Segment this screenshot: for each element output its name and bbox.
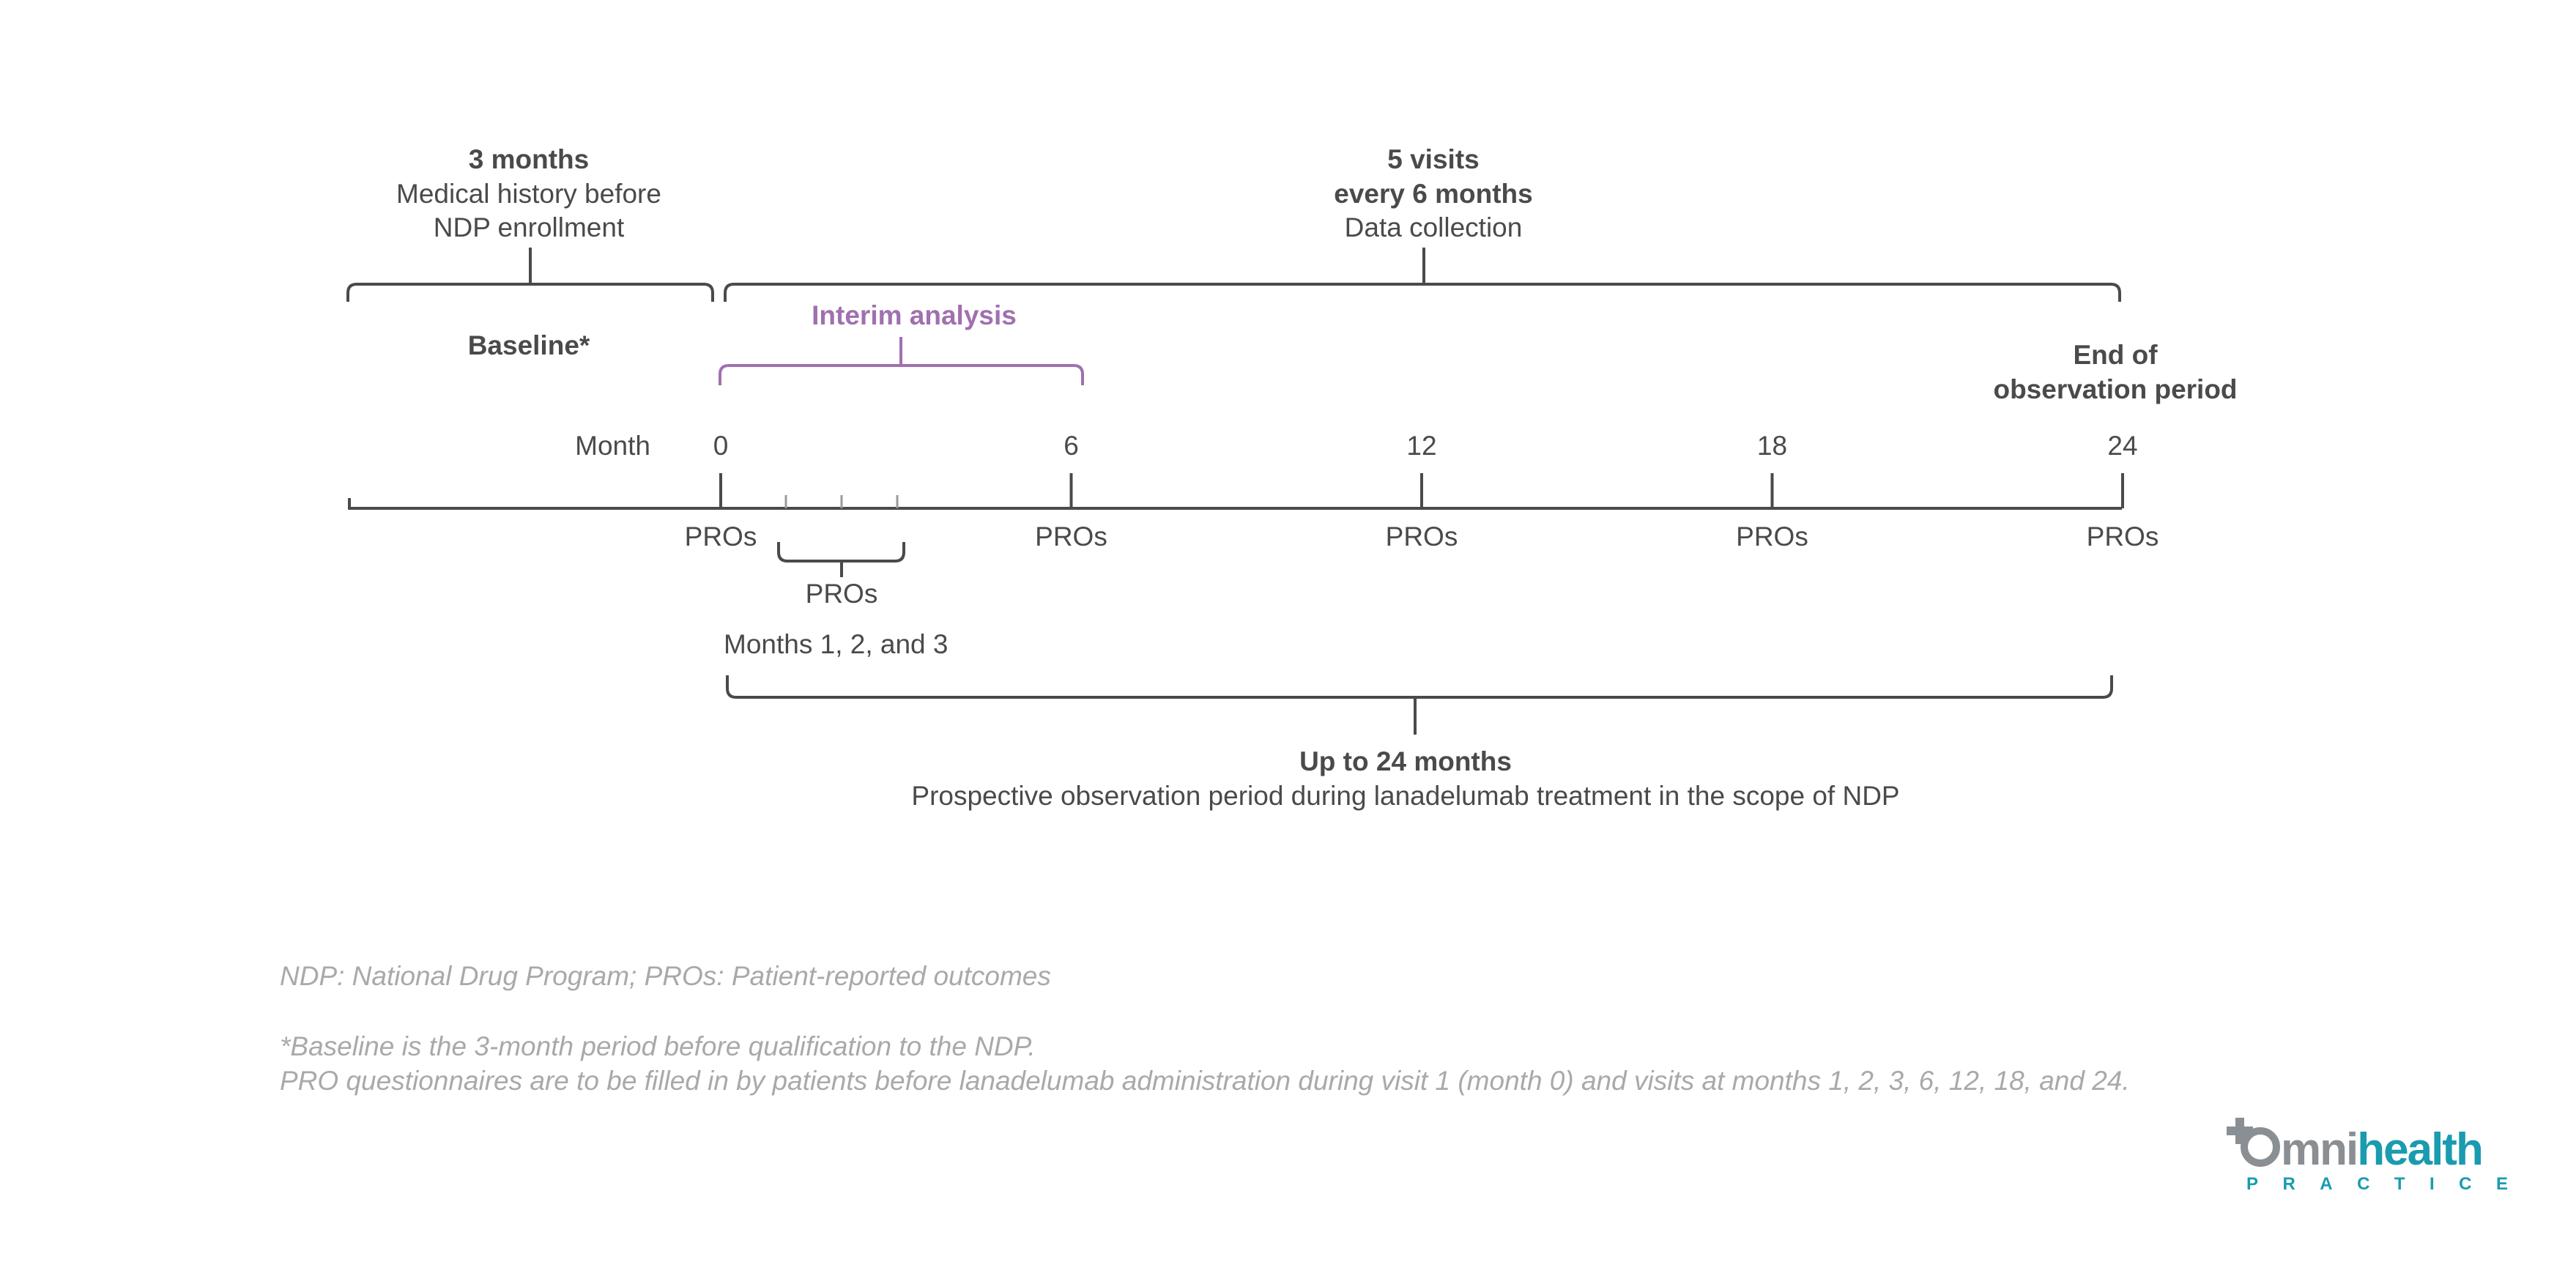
monthly-pros-label: PROs [806, 579, 878, 609]
omnihealth-logo: mnihealth PRACTICE [2227, 1118, 2508, 1194]
interim-label: Interim analysis [812, 300, 1017, 330]
visits-frequency: every 6 months [1334, 179, 1532, 209]
baseline-header: 3 months Medical history before NDP enro… [396, 144, 661, 242]
logo-word-part2: health [2357, 1124, 2482, 1175]
end-line1: End of [2073, 340, 2158, 370]
baseline-desc-line2: NDP enrollment [434, 212, 625, 242]
footnote-baseline: *Baseline is the 3-month period before q… [280, 1031, 1036, 1061]
pros-label-month-12: PROs [1386, 521, 1458, 552]
logo-wordmark: mnihealth [2281, 1124, 2482, 1175]
visits-count: 5 visits [1387, 144, 1479, 174]
logo-tagline: PRACTICE [2246, 1174, 2508, 1194]
cross-o-icon [2227, 1118, 2280, 1167]
observation-bracket [726, 675, 2113, 735]
pros-label-month-24: PROs [2087, 521, 2159, 552]
observation-title: Up to 24 months [1299, 746, 1512, 776]
visits-desc: Data collection [1345, 212, 1523, 242]
tick-label-month-24: 24 [2107, 431, 2137, 461]
end-line2: observation period [1993, 374, 2237, 404]
logo-word-part1: mni [2281, 1124, 2357, 1175]
footnote-pro: PRO questionnaires are to be filled in b… [280, 1066, 2130, 1096]
observation-subtitle: Prospective observation period during la… [911, 781, 1899, 811]
pros-label-month-18: PROs [1736, 521, 1808, 552]
interim-bracket [719, 337, 1084, 385]
tick-label-month-6: 6 [1064, 431, 1079, 461]
pros-label-month-6: PROs [1035, 521, 1107, 552]
tick-label-month-12: 12 [1406, 431, 1436, 461]
visits-header: 5 visits every 6 months Data collection [1334, 144, 1532, 242]
baseline-bracket [346, 248, 714, 302]
footnote-abbreviations: NDP: National Drug Program; PROs: Patien… [280, 961, 1051, 991]
monthly-caption: Months 1, 2, and 3 [724, 629, 948, 659]
baseline-desc-line1: Medical history before [396, 179, 661, 209]
baseline-label: Baseline* [468, 330, 590, 360]
axis-label: Month [575, 431, 650, 461]
pros-label-month-0: PROs [685, 521, 757, 552]
tick-label-month-0: 0 [713, 431, 729, 461]
baseline-duration: 3 months [469, 144, 589, 174]
visits-bracket [724, 248, 2121, 302]
monthly-pros-bracket [777, 542, 905, 577]
tick-label-month-18: 18 [1757, 431, 1787, 461]
